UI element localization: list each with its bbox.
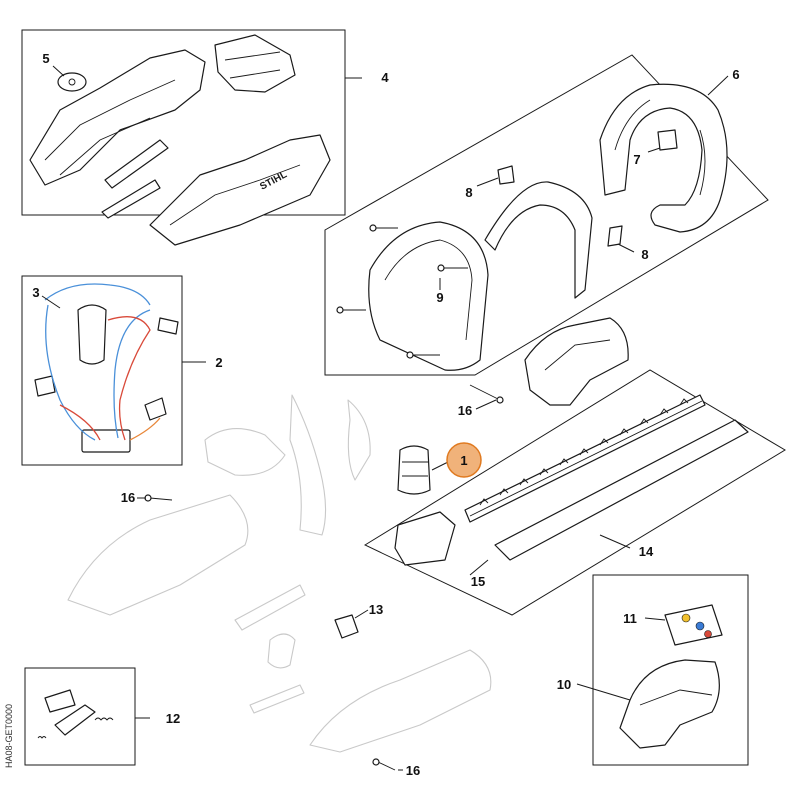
callout-label-10: 10 xyxy=(557,677,571,692)
sticker-info-blue xyxy=(695,621,705,631)
wiring-plug xyxy=(157,317,179,335)
callouts: 1 2 3 4 5 6 7 8 8 9 10 11 12 13 14 15 16… xyxy=(32,51,739,778)
wiring-connector-right xyxy=(144,397,167,421)
callout-1-highlight xyxy=(446,442,482,478)
callout-label-11: 11 xyxy=(623,611,637,626)
latch-spring xyxy=(94,717,114,721)
part-10-guard xyxy=(619,659,720,749)
part-5-disc xyxy=(57,72,87,92)
housing-cover xyxy=(214,34,296,93)
guard-frame xyxy=(592,574,749,766)
part-6-handle xyxy=(599,83,728,233)
callout-label-9: 9 xyxy=(436,290,443,305)
part-11-sticker xyxy=(664,604,723,646)
callout-label-13: 13 xyxy=(369,602,383,617)
housing-frame xyxy=(21,29,346,216)
part-7-bracket xyxy=(657,129,678,151)
callout-label-16c: 16 xyxy=(406,763,420,778)
sticker-stop-red xyxy=(704,630,712,638)
callout-label-2: 2 xyxy=(215,355,222,370)
latch-spring-small xyxy=(37,736,47,739)
housing-shell-lower xyxy=(149,134,331,246)
handle-panel xyxy=(324,54,769,410)
wiring-motor xyxy=(77,304,107,365)
sticker-warn-yellow xyxy=(681,613,691,623)
screw-16-bottom xyxy=(372,758,396,771)
latch-frame xyxy=(24,667,136,766)
callout-label-1: 1 xyxy=(460,453,467,468)
housing-group: STIHL xyxy=(21,29,362,246)
handle-frame xyxy=(324,54,769,376)
front-handle xyxy=(484,181,593,299)
blade-teeth xyxy=(479,398,689,506)
wire-blue xyxy=(44,283,151,441)
callout-label-3: 3 xyxy=(32,285,39,300)
gear-housing xyxy=(394,511,456,566)
rail-part-lower xyxy=(101,179,161,219)
callout-label-16a: 16 xyxy=(458,403,472,418)
latch-group xyxy=(24,667,150,766)
part-8-clip-b xyxy=(607,225,623,247)
wiring-group xyxy=(21,275,206,466)
callout-label-15: 15 xyxy=(471,574,485,589)
part-13-clip xyxy=(334,614,359,639)
latch-top xyxy=(44,689,76,713)
screw-16-left xyxy=(144,494,173,502)
wiring-connector-left xyxy=(34,375,56,397)
ghost-parts xyxy=(67,394,492,753)
callout-label-6: 6 xyxy=(732,67,739,82)
part-1-motor xyxy=(397,445,431,495)
hand-guard xyxy=(368,221,489,371)
housing-shell-upper xyxy=(29,49,206,186)
blade-frame xyxy=(363,369,786,616)
part-14-guard-bar xyxy=(494,419,749,561)
callout-label-14: 14 xyxy=(639,544,654,559)
latch-lever xyxy=(54,704,96,736)
wiring-frame xyxy=(21,275,183,466)
rail-part-upper xyxy=(104,139,169,189)
screw-row xyxy=(336,224,504,404)
part-8-clip-a xyxy=(497,165,515,185)
callout-label-7: 7 xyxy=(633,152,640,167)
callout-label-5: 5 xyxy=(42,51,49,66)
wire-orange xyxy=(129,417,161,441)
document-code: HA08-GET0000 xyxy=(4,704,14,768)
callout-label-12: 12 xyxy=(166,711,180,726)
callout-label-4: 4 xyxy=(381,70,389,85)
blade-panel xyxy=(363,369,786,616)
knuckle-guard xyxy=(524,317,629,406)
guard-group xyxy=(576,574,749,766)
callout-label-8a: 8 xyxy=(465,185,472,200)
callout-label-8b: 8 xyxy=(641,247,648,262)
callout-label-16b: 16 xyxy=(121,490,135,505)
wire-red xyxy=(59,316,151,441)
